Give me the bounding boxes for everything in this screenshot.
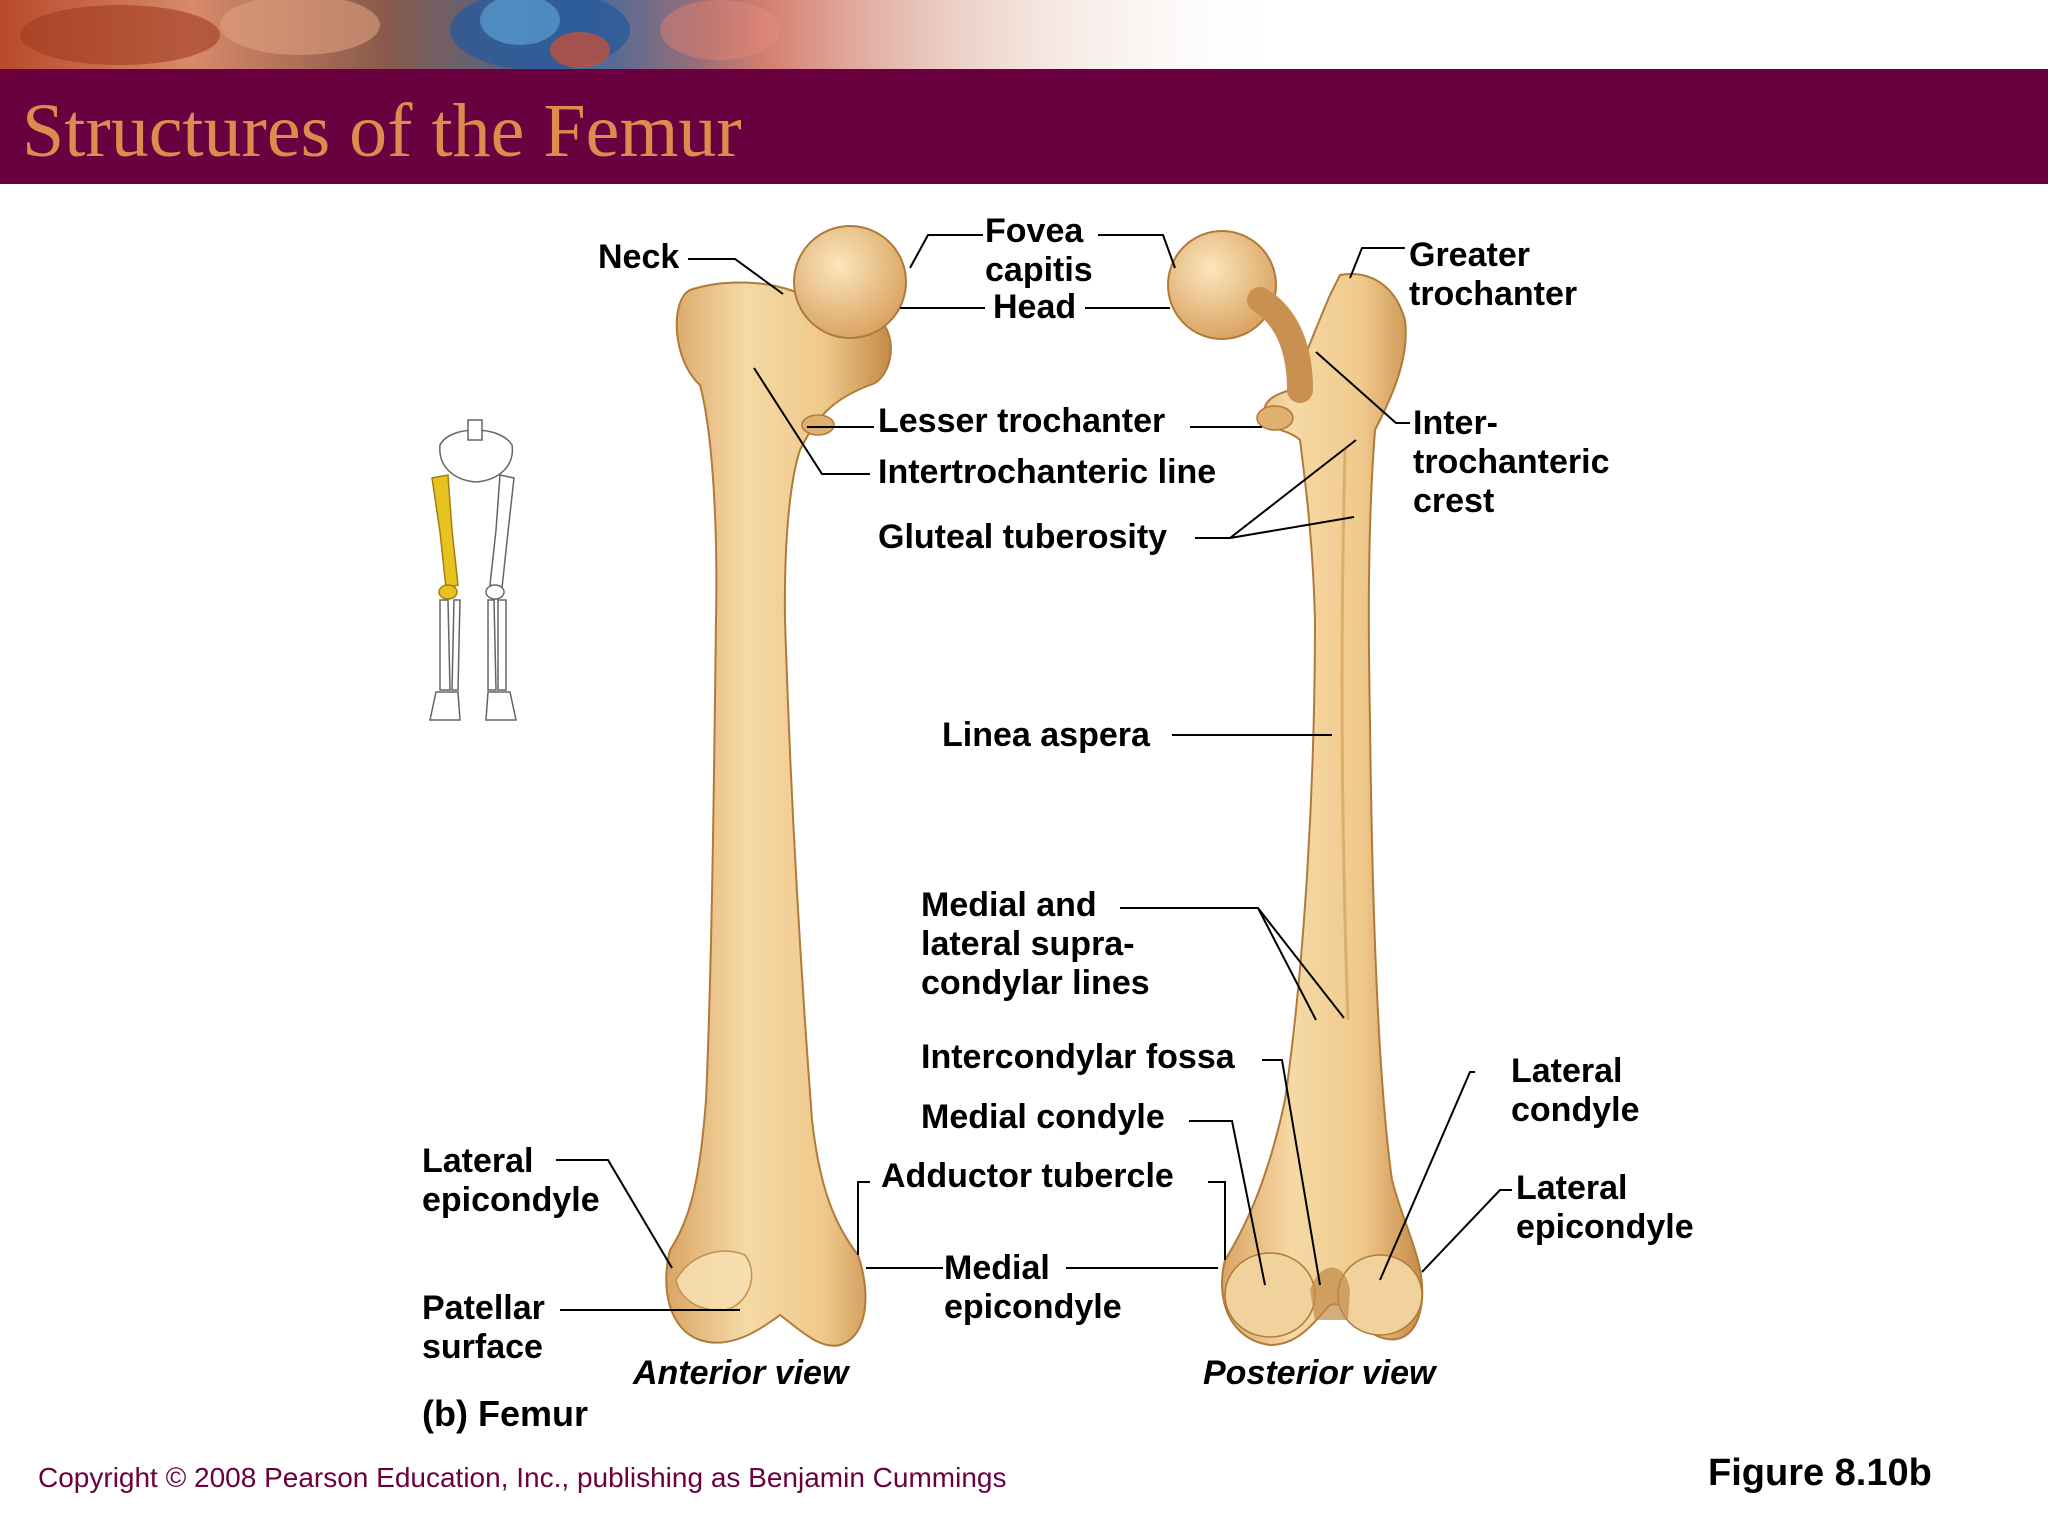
label-greater-trochanter: Greater trochanter	[1409, 236, 1578, 313]
label-intercondylar-fossa: Intercondylar fossa	[921, 1038, 1235, 1076]
header-banner-image	[0, 0, 1280, 69]
skeleton-inset-icon	[429, 419, 517, 721]
posterior-view-label: Posterior view	[1203, 1354, 1436, 1392]
figure-number: Figure 8.10b	[1708, 1452, 1932, 1494]
label-neck: Neck	[598, 238, 680, 276]
figure-caption: (b) Femur	[422, 1393, 588, 1434]
slide-title: Structures of the Femur	[22, 89, 742, 173]
copyright-notice: Copyright © 2008 Pearson Education, Inc.…	[38, 1462, 1007, 1493]
label-lateral-epicondyle-anterior: Lateral epicondyle	[422, 1142, 600, 1219]
title-bar	[0, 69, 2048, 184]
label-medial-condyle: Medial condyle	[921, 1098, 1165, 1136]
posterior-femur	[1167, 230, 1424, 1347]
anterior-view-label: Anterior view	[633, 1354, 849, 1392]
leader-lines	[556, 234, 1512, 1311]
label-fovea-capitis: Fovea capitis	[985, 212, 1093, 289]
label-lateral-epicondyle-posterior: Lateral epicondyle	[1516, 1169, 1694, 1246]
label-lateral-condyle: Lateral condyle	[1511, 1052, 1640, 1129]
label-gluteal-tuberosity: Gluteal tuberosity	[878, 518, 1168, 556]
label-supracondylar-lines: Medial and lateral supra- condylar lines	[921, 886, 1150, 1002]
label-intertrochanteric-crest: Inter- trochanteric crest	[1413, 404, 1610, 520]
femur-diagram: Neck Fovea capitis Head Greater trochant…	[0, 184, 2048, 1474]
label-patellar-surface: Patellar surface	[422, 1289, 545, 1366]
anterior-femur	[665, 225, 907, 1347]
label-head: Head	[993, 288, 1077, 326]
label-medial-epicondyle: Medial epicondyle	[944, 1249, 1122, 1326]
label-adductor-tubercle: Adductor tubercle	[881, 1157, 1174, 1195]
label-lesser-trochanter: Lesser trochanter	[878, 402, 1166, 440]
label-intertrochanteric-line: Intertrochanteric line	[878, 453, 1217, 491]
label-linea-aspera: Linea aspera	[942, 716, 1150, 754]
